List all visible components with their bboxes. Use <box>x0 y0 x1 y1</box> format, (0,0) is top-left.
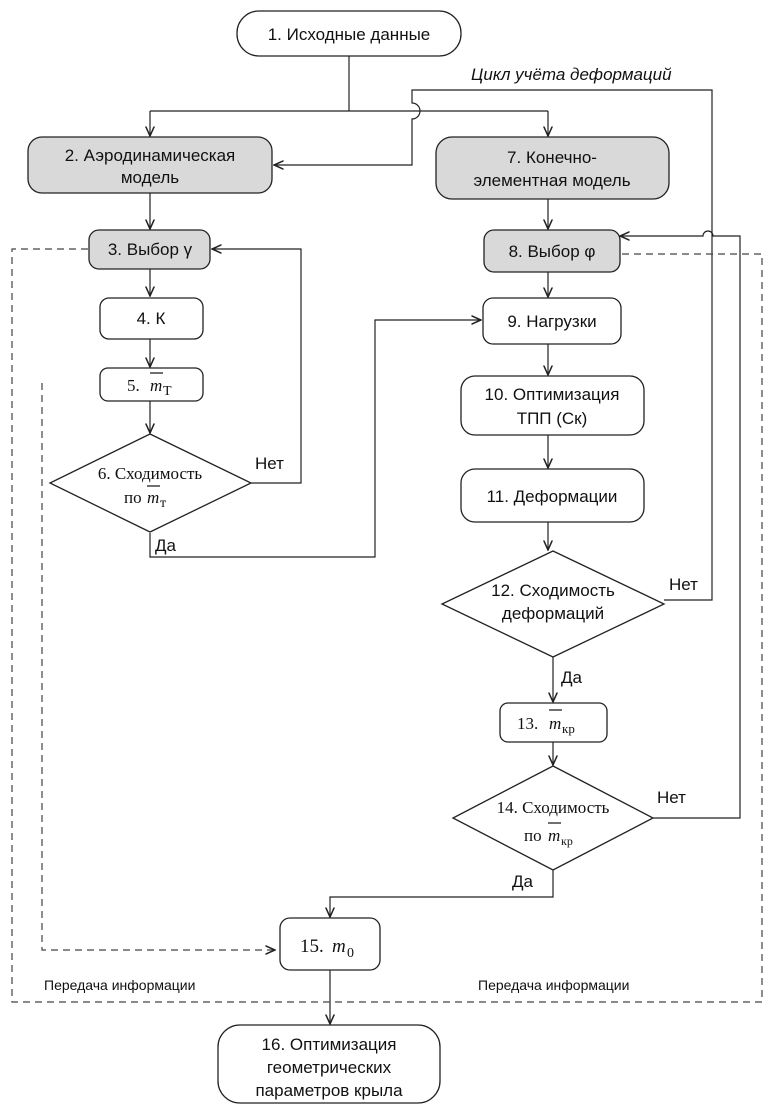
node-14-symbol: m <box>548 826 560 845</box>
dashed-5-to-15 <box>41 383 275 950</box>
cycle-label: Цикл учёта деформаций <box>471 65 672 84</box>
node-13-symbol: m <box>549 714 561 733</box>
node-14-label-line1: 14. Сходимость <box>497 798 610 817</box>
node-15-symbol: m <box>332 936 346 957</box>
node-6-label-line2: по <box>124 488 142 507</box>
node-15-subscript: 0 <box>347 946 354 961</box>
node-4-K: 4. К <box>99 297 204 340</box>
node-11-label: 11. Деформации <box>487 487 618 506</box>
node-8-label: 8. Выбор φ <box>509 242 596 261</box>
label-yes-6: Да <box>155 536 177 555</box>
node-5-mass-t: 5. m Т <box>99 367 204 402</box>
node-6-label-line1: 6. Сходимость <box>98 464 203 483</box>
node-7-label-line1: 7. Конечно- <box>507 148 597 167</box>
node-2-aero-model: 2. Аэродинамическая модель <box>27 136 273 194</box>
label-no-14: Нет <box>657 788 686 807</box>
node-2-label-line1: 2. Аэродинамическая <box>65 146 236 165</box>
label-no-6: Нет <box>255 454 284 473</box>
arrow-6-yes-9 <box>149 320 481 558</box>
node-3-choose-gamma: 3. Выбор γ <box>88 229 211 270</box>
node-12-label-line2: деформаций <box>502 604 604 623</box>
node-1-label: 1. Исходные данные <box>268 25 431 44</box>
arrow-14-no-8 <box>620 230 741 819</box>
arrow-6-no-3 <box>212 249 302 484</box>
node-1-input-data: 1. Исходные данные <box>236 10 462 57</box>
node-14-subscript: кр <box>561 834 573 848</box>
node-16-label-line3: параметров крыла <box>255 1081 403 1100</box>
node-4-label: 4. К <box>137 309 166 328</box>
node-13-mass-kr: 13. m кр <box>499 702 608 743</box>
node-12-convergence-deformations: 12. Сходимость деформаций <box>440 550 666 658</box>
node-10-optimization-tpp: 10. Оптимизация ТПП (Ск) <box>460 375 645 436</box>
dashed-info-loop <box>11 248 763 1003</box>
node-13-subscript: кр <box>562 721 575 736</box>
node-10-label-line1: 10. Оптимизация <box>485 385 620 404</box>
node-7-label-line2: элементная модель <box>473 171 630 190</box>
node-12-label-line1: 12. Сходимость <box>491 581 615 600</box>
node-15-mass-0: 15. m 0 <box>279 917 381 971</box>
node-14-label-line2: по <box>524 826 542 845</box>
node-3-label: 3. Выбор γ <box>108 240 193 259</box>
node-5-subscript: Т <box>163 384 172 399</box>
connectors <box>11 55 763 1024</box>
node-14-convergence-mkr: 14. Сходимость по m кр <box>451 765 655 871</box>
node-10-label-line2: ТПП (Ск) <box>517 409 588 428</box>
info-transfer-left: Передача информации <box>44 977 195 993</box>
arrow-cycle-to-2 <box>274 89 713 601</box>
node-6-subscript: т <box>160 496 166 511</box>
node-6-symbol: m <box>147 488 159 507</box>
label-yes-12: Да <box>561 668 583 687</box>
node-16-label-line2: геометрических <box>267 1058 392 1077</box>
label-no-12: Нет <box>669 575 698 594</box>
node-13-num: 13. <box>517 714 538 733</box>
info-transfer-right: Передача информации <box>478 977 629 993</box>
node-7-fe-model: 7. Конечно- элементная модель <box>435 136 670 200</box>
node-9-loads: 9. Нагрузки <box>482 297 622 345</box>
node-9-label: 9. Нагрузки <box>507 312 596 331</box>
node-8-choose-phi: 8. Выбор φ <box>483 229 621 273</box>
node-16-wing-geometry-optimization: 16. Оптимизация геометрических параметро… <box>217 1024 441 1104</box>
node-5-num: 5. <box>127 376 140 395</box>
node-6-convergence-mt: 6. Сходимость по m т <box>48 433 253 533</box>
node-11-deformations: 11. Деформации <box>460 468 645 523</box>
node-5-symbol: m <box>150 376 162 395</box>
node-16-label-line1: 16. Оптимизация <box>262 1035 397 1054</box>
node-15-num: 15. <box>300 936 324 957</box>
node-2-label-line2: модель <box>121 168 179 187</box>
arrow-14-yes-15 <box>330 870 554 917</box>
label-yes-14: Да <box>512 872 534 891</box>
